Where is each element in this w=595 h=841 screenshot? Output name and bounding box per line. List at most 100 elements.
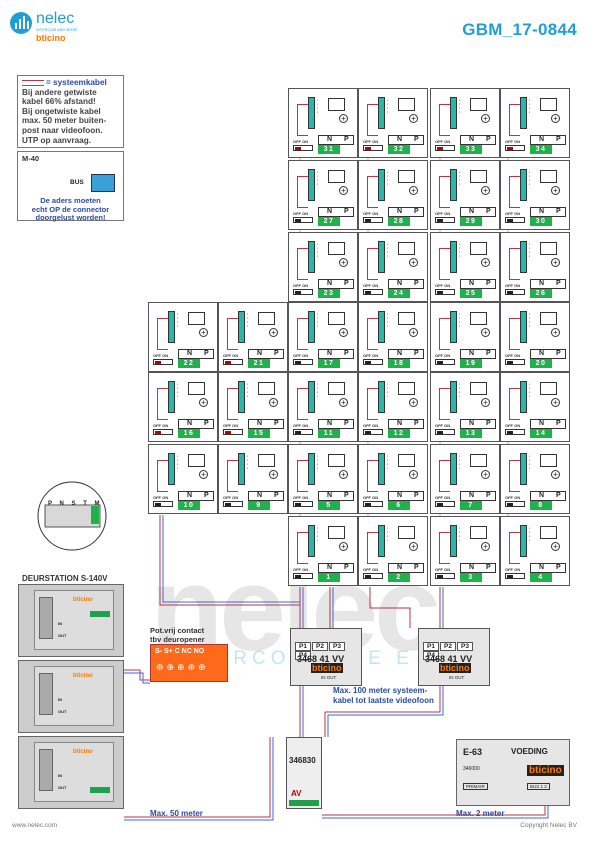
button-icon: +: [199, 328, 208, 337]
port-label: P2: [312, 642, 328, 651]
button-icon: +: [269, 470, 278, 479]
bus-connector-icon: [168, 453, 175, 485]
connector-labels: ▪▪▪▪: [529, 526, 531, 542]
unit-number: 16: [178, 429, 200, 438]
button-icon: +: [409, 542, 418, 551]
bus-connector-icon: [168, 381, 175, 413]
p-label: P: [414, 280, 419, 287]
door-module-2: bticino IN OUT: [18, 660, 124, 733]
bus-connector-icon: [91, 174, 115, 192]
unit-number: 29: [460, 217, 482, 226]
unit-number: 3: [460, 573, 482, 582]
unit-number: 28: [388, 217, 410, 226]
psu-cable-caption: Max. 2 meter: [456, 809, 505, 818]
offon-label: OFF ON: [293, 495, 309, 500]
p-label: P: [344, 420, 349, 427]
button-icon: +: [339, 398, 348, 407]
screen-icon: [540, 526, 557, 539]
p-label: P: [344, 564, 349, 571]
unit-number: 33: [460, 145, 482, 154]
screen-icon: [398, 454, 415, 467]
termination-switch: [363, 501, 383, 507]
offon-label: OFF ON: [435, 353, 451, 358]
p-label: P: [344, 492, 349, 499]
n-label: N: [469, 136, 475, 143]
bus-connector-icon: [450, 169, 457, 201]
bus-connector-icon: [308, 97, 315, 129]
termination-switch: [435, 573, 455, 579]
bus-connector-icon: [450, 97, 457, 129]
screen-icon: [258, 312, 275, 325]
screen-icon: [398, 242, 415, 255]
bus-connector-icon: [520, 169, 527, 201]
button-icon: +: [409, 186, 418, 195]
port-label: P4: [295, 651, 311, 660]
offon-label: OFF ON: [223, 423, 239, 428]
bticino-logo: bticino: [527, 765, 564, 776]
bus-connector-icon: [308, 453, 315, 485]
bticino-logo: bticino: [439, 663, 471, 673]
p-label: P: [556, 564, 561, 571]
p-label: P: [414, 564, 419, 571]
n-label: N: [539, 420, 545, 427]
screen-icon: [398, 312, 415, 325]
bticino-logo: bticino: [73, 673, 93, 679]
n-label: N: [327, 208, 333, 215]
p-label: P: [274, 420, 279, 427]
offon-label: OFF ON: [293, 567, 309, 572]
offon-label: OFF ON: [293, 139, 309, 144]
p-label: P: [414, 492, 419, 499]
p-label: P: [204, 492, 209, 499]
footer-copyright: Copyright Nelec BV: [520, 822, 577, 829]
unit-number: 20: [530, 359, 552, 368]
button-icon: +: [339, 470, 348, 479]
legend-line: Bij andere getwiste: [22, 87, 97, 97]
m40-warning: De aders moeten echt OP de connector doo…: [18, 196, 123, 223]
offon-label: OFF ON: [435, 495, 451, 500]
connector-labels: ▪▪▪▪: [177, 312, 179, 328]
bus-connector-icon: [378, 525, 385, 557]
caption-line: Max. 100 meter systeem-: [333, 686, 428, 695]
unit-number: 14: [530, 429, 552, 438]
footer-url[interactable]: www.nelec.com: [12, 822, 58, 829]
connector-labels: ▪▪▪▪: [317, 242, 319, 258]
unit-number: 32: [388, 145, 410, 154]
p-label: P: [204, 350, 209, 357]
n-label: N: [327, 564, 333, 571]
screen-icon: [398, 382, 415, 395]
cable-length-caption: Max. 100 meter systeem- kabel tot laatst…: [333, 686, 434, 706]
screen-icon: [540, 454, 557, 467]
button-icon: +: [551, 114, 560, 123]
av-module: 346830 AV: [286, 737, 322, 809]
port-label: P1: [423, 642, 439, 651]
screen-icon: [540, 382, 557, 395]
bus-connector-icon: [308, 381, 315, 413]
unit-number: 15: [248, 429, 270, 438]
door-module-3: bticino IN OUT: [18, 736, 124, 809]
in-label: IN: [321, 675, 326, 680]
termination-switch: [363, 217, 383, 223]
psu-primary-label: PRIMAIR: [463, 783, 488, 790]
unit-number: 9: [248, 501, 270, 510]
offon-label: OFF ON: [153, 353, 169, 358]
connector-labels: ▪▪▪▪: [247, 312, 249, 328]
offon-label: OFF ON: [505, 139, 521, 144]
in-label: IN: [449, 675, 454, 680]
termination-switch: [363, 573, 383, 579]
m40-line: echt OP de connector: [31, 204, 110, 214]
p-label: P: [344, 350, 349, 357]
